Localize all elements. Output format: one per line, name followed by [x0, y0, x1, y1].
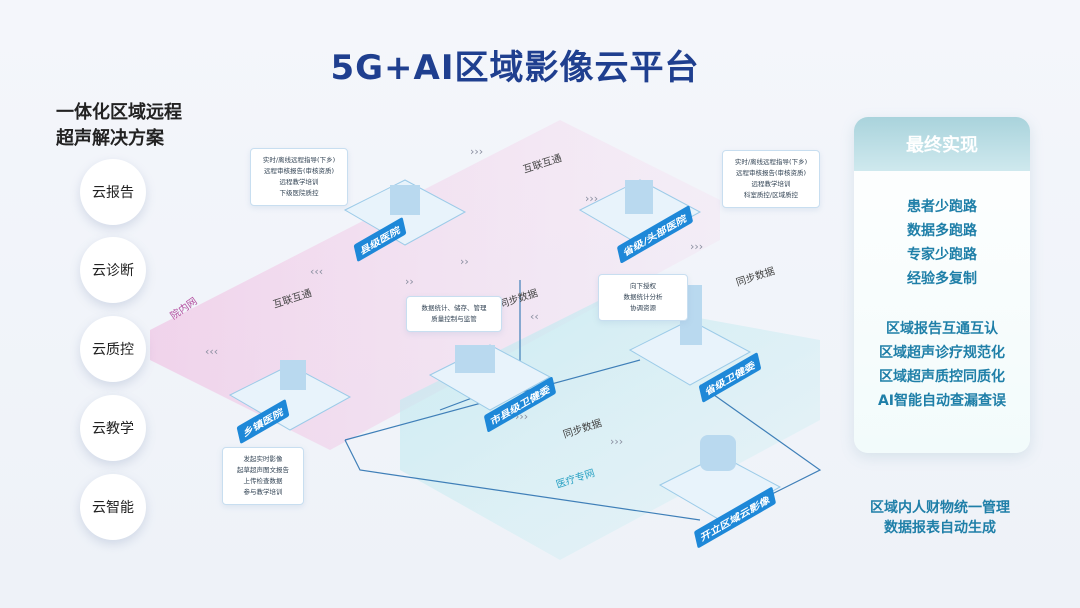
svg-text:‹‹: ‹‹ — [530, 310, 539, 323]
subtitle-line-2: 超声解决方案 — [56, 128, 164, 149]
service-cloud-diagnosis: 云诊断 — [80, 237, 146, 303]
svg-text:›››: ››› — [610, 435, 623, 448]
result-item: 区域超声诊疗规范化 — [879, 345, 1005, 361]
result-item: 经验多复制 — [907, 271, 977, 287]
results-panel — [854, 117, 1030, 453]
result-item: 患者少跑路 — [907, 199, 977, 215]
result-item: AI智能自动查漏查误 — [877, 393, 1007, 409]
service-cloud-report: 云报告 — [80, 159, 146, 225]
bottom-line-2: 数据报表自动生成 — [884, 520, 996, 536]
svg-text:››: ›› — [460, 255, 469, 268]
result-item: 区域报告互通互认 — [886, 321, 998, 337]
results-panel-heading: 最终实现 — [854, 117, 1030, 171]
svg-text:‹‹‹: ‹‹‹ — [205, 345, 218, 358]
svg-text:››: ›› — [405, 275, 414, 288]
result-item: 数据多跑路 — [907, 223, 977, 239]
bottom-line-1: 区域内人财物统一管理 — [870, 500, 1010, 516]
service-cloud-teaching: 云教学 — [80, 395, 146, 461]
info-card-city: 数据统计、储存、管理质量控制与监管 — [406, 296, 502, 332]
page-title: 5G+AI区域影像云平台 — [330, 48, 700, 88]
result-item: 专家少跑路 — [907, 247, 977, 263]
info-card-provincial: 实时/离线远程指导(下乡)远程审核报告(审核资质) 远程教学培训科室质控/区域质… — [722, 150, 820, 208]
info-card-township: 发起实时影像起草超声图文报告 上传检查数据参与教学培训 — [222, 447, 304, 505]
service-cloud-qc: 云质控 — [80, 316, 146, 382]
svg-text:›››: ››› — [470, 145, 483, 158]
service-cloud-ai: 云智能 — [80, 474, 146, 540]
solution-subtitle: 一体化区域远程 超声解决方案 — [56, 100, 182, 152]
svg-text:›››: ››› — [585, 192, 598, 205]
info-card-province: 向下授权数据统计分析协调资源 — [598, 274, 688, 321]
svg-text:›››: ››› — [690, 240, 703, 253]
subtitle-line-1: 一体化区域远程 — [56, 102, 182, 123]
result-item: 区域超声质控同质化 — [879, 369, 1005, 385]
info-card-county: 实时/离线远程指导(下乡)远程审核报告(审核资质) 远程教学培训下级医院质控 — [250, 148, 348, 206]
svg-text:‹‹‹: ‹‹‹ — [310, 265, 323, 278]
